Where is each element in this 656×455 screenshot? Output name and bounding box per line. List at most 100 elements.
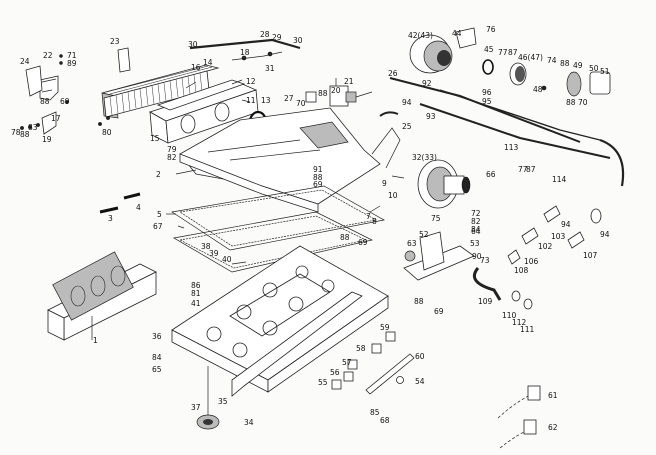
label-54: 54 [415,377,425,386]
control-valve [305,78,373,107]
label-109: 109 [478,297,493,306]
label-66: 66 [486,170,496,179]
label-30a: 30 [188,40,198,49]
label-17: 17 [51,114,61,123]
label-44: 44 [452,29,462,38]
label-111: 111 [520,325,535,334]
label-27: 27 [284,94,294,103]
label-5: 5 [157,210,162,219]
label-9: 9 [382,179,387,188]
water-pipes [379,77,625,187]
label-2: 2 [156,170,161,179]
label-52: 52 [419,230,429,239]
label-50: 50 [589,64,599,73]
label-71: 71 [67,51,77,60]
label-87a: 87 [508,48,518,57]
label-45: 45 [484,45,494,54]
label-69a: 69 [60,97,70,106]
label-3: 3 [108,214,113,223]
label-91: 91 [313,165,323,174]
label-75: 75 [431,214,441,223]
label-19: 19 [42,135,52,144]
control-lever [371,127,401,169]
label-67: 67 [153,222,163,231]
label-28: 28 [260,30,270,39]
label-49: 49 [573,61,583,70]
mounting-brackets [25,47,131,135]
label-88a: 88 [40,97,50,106]
label-102: 102 [538,242,553,251]
hose-fittings [473,205,602,310]
label-77a: 77 [498,48,508,57]
coolant-pipe [189,38,301,50]
label-56: 56 [330,368,340,377]
label-112: 112 [512,318,527,327]
heater-core-assembly [101,64,220,119]
label-48: 48 [533,85,543,94]
label-69b: 69 [313,180,323,189]
label-37: 37 [191,403,201,412]
label-61: 61 [548,391,558,400]
frame-panels [171,185,385,273]
label-57: 57 [342,358,352,367]
label-88f: 88 [414,297,424,306]
label-53: 53 [470,239,480,248]
label-70b: 70 [578,98,588,107]
label-30b: 30 [293,36,303,45]
label-77b: 77 [518,165,528,174]
label-42-43: 42(43) [408,31,433,40]
label-46-47: 46(47) [518,53,543,62]
label-72: 72 [471,209,481,218]
blower-housing [149,79,259,144]
label-41: 41 [191,299,201,308]
drive-wheel [196,366,220,430]
label-11: 11 [246,96,256,105]
fan-and-drive-parts [409,27,611,97]
label-88d: 88 [313,173,323,182]
label-25: 25 [402,122,412,131]
label-68: 68 [380,416,390,425]
label-113: 113 [504,143,519,152]
label-106: 106 [524,257,539,266]
label-15: 15 [150,134,160,143]
label-70a: 70 [296,99,306,108]
small-fasteners-left [20,54,110,130]
base-plate [171,245,389,393]
label-69d: 69 [434,307,444,316]
label-88g: 88 [560,59,570,68]
label-95: 95 [482,97,492,106]
label-16: 16 [191,63,201,72]
label-103: 103 [551,232,566,241]
label-86: 86 [191,281,201,290]
label-89: 89 [67,59,77,68]
blower-motor [417,159,471,209]
label-13: 13 [261,96,271,105]
cable-connectors [497,385,541,449]
label-83: 83 [28,123,38,132]
label-90: 90 [472,252,482,261]
label-65: 65 [152,365,162,374]
label-63: 63 [407,239,417,248]
label-22: 22 [43,51,53,60]
label-74: 74 [547,56,557,65]
label-94a: 94 [402,98,412,107]
label-8: 8 [372,217,377,226]
label-88e: 88 [340,233,350,242]
label-82b: 82 [471,217,481,226]
air-distribution-duct [179,107,381,213]
label-84b: 84 [471,225,481,234]
label-58: 58 [356,344,366,353]
heater-unit [47,251,157,341]
label-21: 21 [344,77,354,86]
label-1: 1 [93,336,98,345]
control-knobs [331,331,415,395]
label-10: 10 [388,191,398,200]
right-bracket [403,231,475,281]
label-62: 62 [548,423,558,432]
label-76: 76 [486,25,496,34]
label-18: 18 [240,48,250,57]
label-87b: 87 [526,165,536,174]
label-80: 80 [102,128,112,137]
label-88b: 88 [20,130,30,139]
